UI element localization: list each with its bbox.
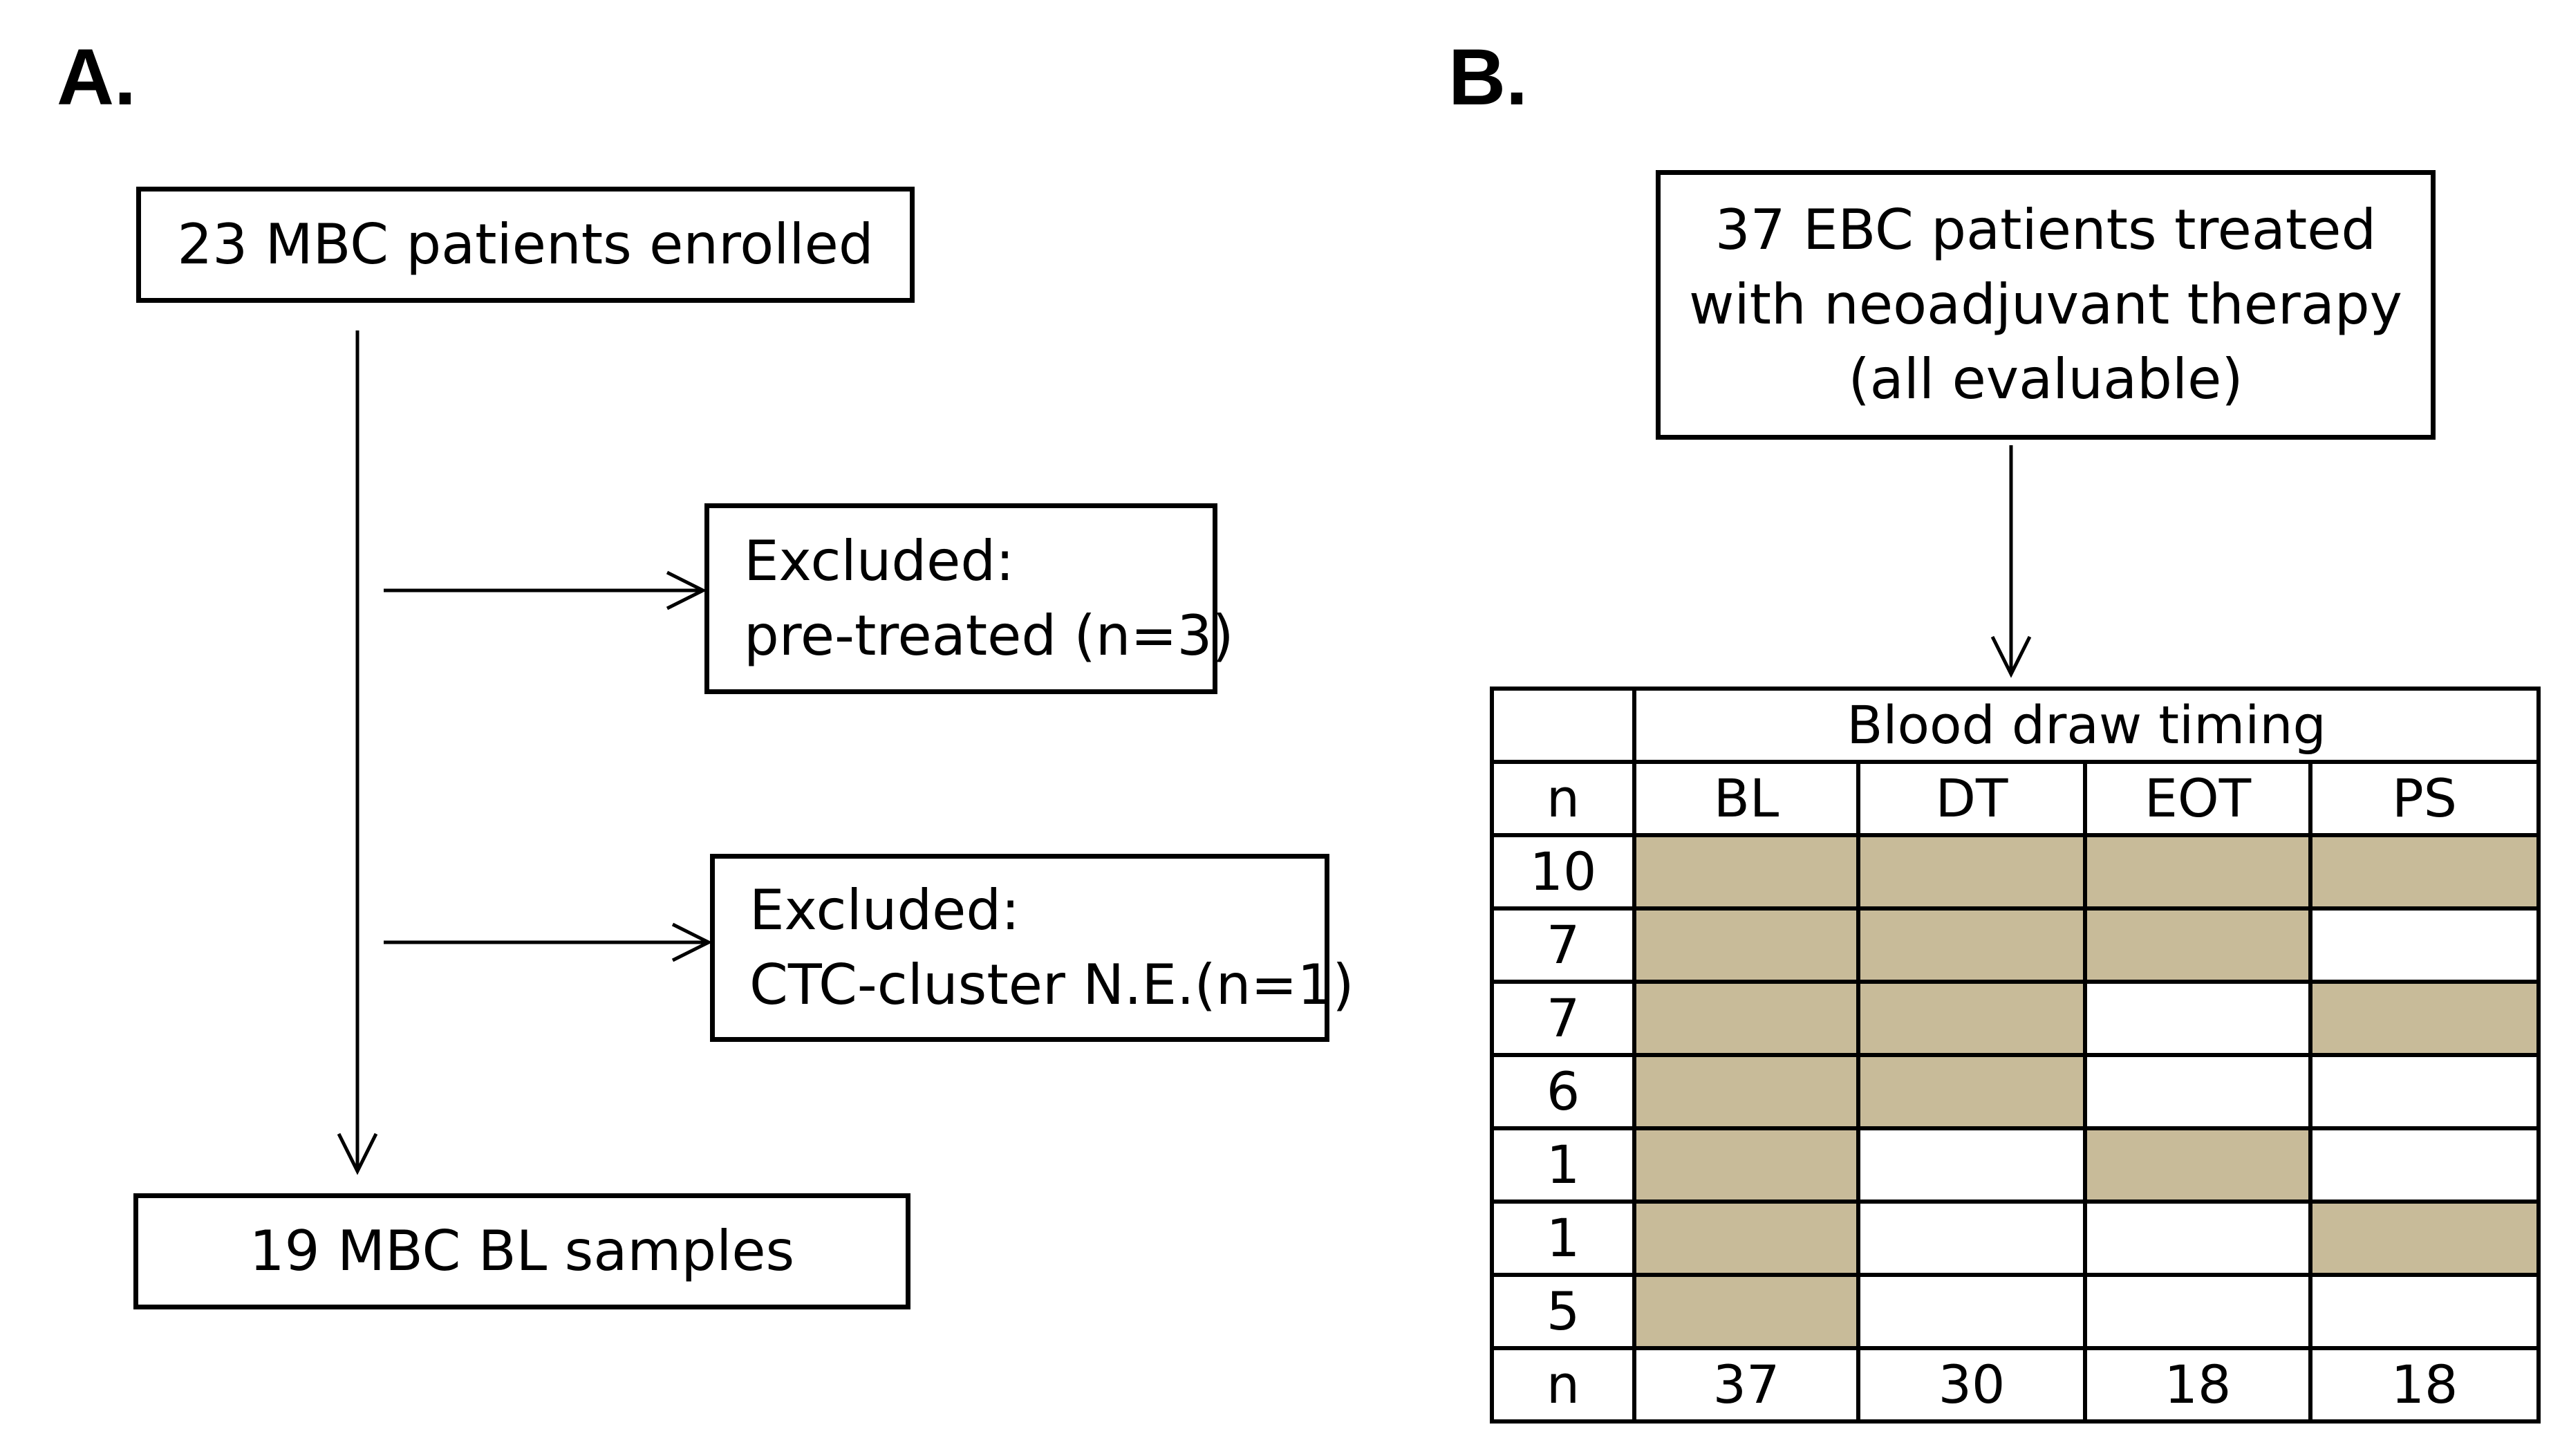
- final-samples-box: 19 MBC BL samples: [133, 1193, 910, 1309]
- draw-cell-eot-not-drawn: [2083, 1053, 2312, 1130]
- table-row: 6: [1490, 1053, 2541, 1130]
- draw-cell-eot-drawn: [2083, 1126, 2312, 1204]
- arrowhead-exclusion-1: [666, 570, 707, 610]
- exclusion-box-ctc-cluster: Excluded: CTC-cluster N.E.(n=1): [710, 854, 1354, 1042]
- draw-cell-bl-drawn: [1632, 906, 1860, 984]
- exclusion-1-detail: pre-treated (n=3): [744, 604, 1234, 668]
- enrolled-box: 23 MBC patients enrolled: [136, 187, 915, 303]
- draw-cell-eot-drawn: [2083, 833, 2312, 911]
- cohort-line-1: 37 EBC patients treated: [1714, 198, 2377, 262]
- draw-cell-dt-drawn: [1856, 980, 2087, 1057]
- draw-cell-ps-not-drawn: [2308, 1126, 2541, 1204]
- total-dt: 30: [1856, 1346, 2087, 1424]
- column-ps-header: PS: [2308, 760, 2541, 837]
- row-n-cell: 1: [1490, 1126, 1636, 1204]
- draw-cell-eot-not-drawn: [2083, 1273, 2312, 1350]
- draw-cell-dt-not-drawn: [1856, 1126, 2087, 1204]
- column-bl-header: BL: [1632, 760, 1860, 837]
- table-row: 7: [1490, 980, 2541, 1057]
- cohort-line-2: with neoadjuvant therapy: [1689, 272, 2402, 337]
- draw-cell-ps-not-drawn: [2308, 906, 2541, 984]
- exclusion-1-title: Excluded:: [744, 529, 1015, 593]
- draw-cell-bl-drawn: [1632, 1126, 1860, 1204]
- total-eot: 18: [2083, 1346, 2312, 1424]
- totals-label: n: [1490, 1346, 1636, 1424]
- draw-cell-ps-not-drawn: [2308, 1273, 2541, 1350]
- arrowhead-main: [337, 1132, 378, 1175]
- column-n-header: n: [1490, 760, 1636, 837]
- row-n-cell: 5: [1490, 1273, 1636, 1350]
- draw-cell-bl-drawn: [1632, 1273, 1860, 1350]
- draw-cell-eot-not-drawn: [2083, 980, 2312, 1057]
- table-header-title: Blood draw timing: [1632, 687, 2541, 764]
- table-header-row: Blood draw timing: [1490, 687, 2541, 764]
- draw-cell-bl-drawn: [1632, 833, 1860, 911]
- draw-cell-dt-drawn: [1856, 1053, 2087, 1130]
- final-samples-text: 19 MBC BL samples: [249, 1219, 795, 1283]
- row-n-cell: 6: [1490, 1053, 1636, 1130]
- panel-b-label: B.: [1448, 33, 1528, 122]
- row-n-cell: 10: [1490, 833, 1636, 911]
- enrolled-text: 23 MBC patients enrolled: [177, 212, 874, 277]
- cohort-box: 37 EBC patients treated with neoadjuvant…: [1656, 170, 2436, 440]
- exclusion-box-pretreated: Excluded: pre-treated (n=3): [704, 503, 1234, 694]
- draw-cell-ps-drawn: [2308, 980, 2541, 1057]
- arrowhead-cohort: [1990, 635, 2032, 678]
- panel-a-label: A.: [57, 33, 136, 122]
- total-bl: 37: [1632, 1346, 1860, 1424]
- draw-cell-dt-not-drawn: [1856, 1273, 2087, 1350]
- table-row: 1: [1490, 1200, 2541, 1277]
- column-eot-header: EOT: [2083, 760, 2312, 837]
- draw-cell-bl-drawn: [1632, 1200, 1860, 1277]
- row-n-cell: 7: [1490, 980, 1636, 1057]
- exclusion-2-title: Excluded:: [749, 878, 1020, 942]
- row-n-cell: 1: [1490, 1200, 1636, 1277]
- total-ps: 18: [2308, 1346, 2541, 1424]
- arrowhead-exclusion-2: [671, 922, 713, 962]
- draw-cell-eot-drawn: [2083, 906, 2312, 984]
- table-totals-row: n 37 30 18 18: [1490, 1346, 2541, 1424]
- draw-cell-ps-not-drawn: [2308, 1053, 2541, 1130]
- draw-cell-dt-drawn: [1856, 833, 2087, 911]
- column-dt-header: DT: [1856, 760, 2087, 837]
- draw-cell-ps-drawn: [2308, 1200, 2541, 1277]
- draw-cell-dt-not-drawn: [1856, 1200, 2087, 1277]
- draw-cell-eot-not-drawn: [2083, 1200, 2312, 1277]
- table-corner-cell: [1490, 687, 1636, 764]
- table-row: 5: [1490, 1273, 2541, 1350]
- draw-cell-ps-drawn: [2308, 833, 2541, 911]
- draw-cell-dt-drawn: [1856, 906, 2087, 984]
- cohort-line-3: (all evaluable): [1848, 347, 2243, 411]
- row-n-cell: 7: [1490, 906, 1636, 984]
- table-row: 10: [1490, 833, 2541, 911]
- table-row: 7: [1490, 906, 2541, 984]
- draw-cell-bl-drawn: [1632, 980, 1860, 1057]
- table-row: 1: [1490, 1126, 2541, 1204]
- exclusion-2-detail: CTC-cluster N.E.(n=1): [749, 953, 1354, 1017]
- draw-cell-bl-drawn: [1632, 1053, 1860, 1130]
- table-column-row: n BL DT EOT PS: [1490, 760, 2541, 837]
